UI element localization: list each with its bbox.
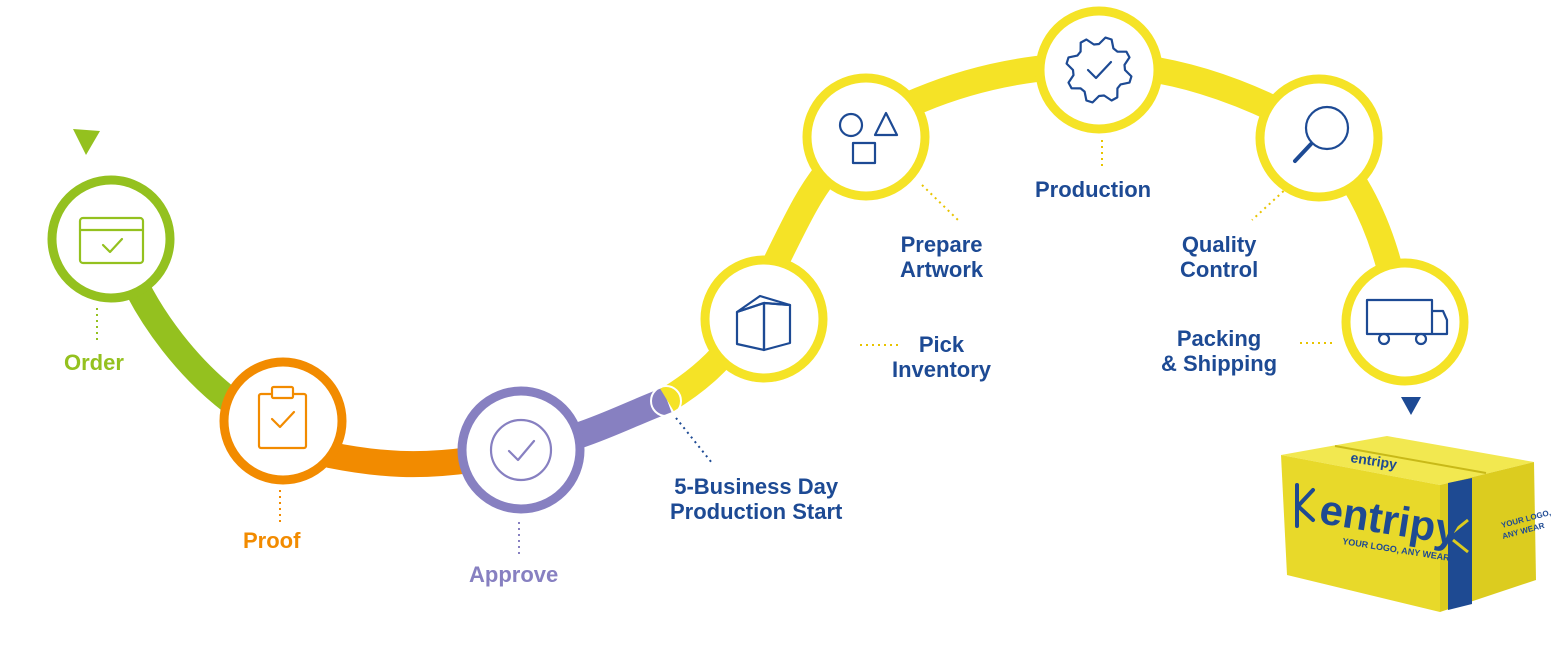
label-prepare-line-2: Artwork — [900, 257, 984, 282]
leader-quality — [1251, 186, 1289, 221]
label-packing-line-2: & Shipping — [1161, 351, 1278, 376]
label-milestone-line-1: 5-Business Day — [674, 474, 839, 499]
label-packing: Packing & Shipping — [1161, 326, 1277, 376]
step-pick — [700, 255, 828, 383]
step-production — [1035, 6, 1163, 134]
label-quality-line-2: Control — [1180, 257, 1259, 282]
label-prepare-line-1: Prepare — [900, 232, 983, 257]
connector-approve-milestone — [575, 387, 672, 448]
label-pick-line-2: Inventory — [892, 357, 992, 382]
label-quality-line-1: Quality — [1181, 232, 1257, 257]
leader-prepare — [921, 184, 959, 221]
truck-icon — [1365, 298, 1449, 346]
step-quality — [1255, 74, 1383, 202]
label-packing-line-1: Packing — [1176, 326, 1262, 351]
label-prepare: Prepare Artwork — [900, 232, 983, 282]
label-approve: Approve — [469, 562, 559, 587]
box-icon — [735, 294, 792, 352]
milestone-marker — [650, 385, 682, 417]
label-milestone: 5-Business Day Production Start — [670, 474, 842, 524]
step-order — [47, 175, 175, 303]
step-packing — [1341, 258, 1469, 386]
window-check-icon — [78, 216, 145, 265]
end-arrow-icon — [1401, 397, 1421, 415]
label-pick: Pick Inventory — [892, 332, 991, 382]
connector-proof-approve — [317, 442, 483, 478]
label-production: Production — [1035, 177, 1152, 202]
step-prepare — [802, 73, 930, 201]
step-proof — [219, 357, 347, 485]
box-front — [1281, 455, 1440, 612]
label-milestone-line-2: Production Start — [670, 499, 843, 524]
entripy-logo-icon — [1295, 483, 1315, 528]
leader-milestone — [675, 417, 713, 464]
label-order: Order — [64, 350, 124, 375]
box-tape-seam — [1334, 445, 1487, 474]
label-proof: Proof — [243, 528, 301, 553]
label-pick-line-1: Pick — [918, 332, 965, 357]
leader-lines — [96, 140, 1335, 555]
box-side-logo-icon — [1452, 518, 1469, 554]
shipping-box: entripy entripy YOUR LOGO, ANY WEAR YOUR… — [1281, 436, 1551, 612]
magnifier-icon — [1293, 105, 1350, 163]
start-arrow-icon — [73, 129, 100, 155]
gear-check-icon — [1065, 36, 1133, 104]
clipboard-check-icon — [257, 385, 308, 450]
shapes-icon — [838, 111, 899, 165]
label-quality: Quality Control — [1180, 232, 1258, 282]
step-approve — [457, 386, 585, 514]
circle-check-icon — [489, 418, 553, 482]
box-brand-top: entripy — [1350, 449, 1399, 472]
